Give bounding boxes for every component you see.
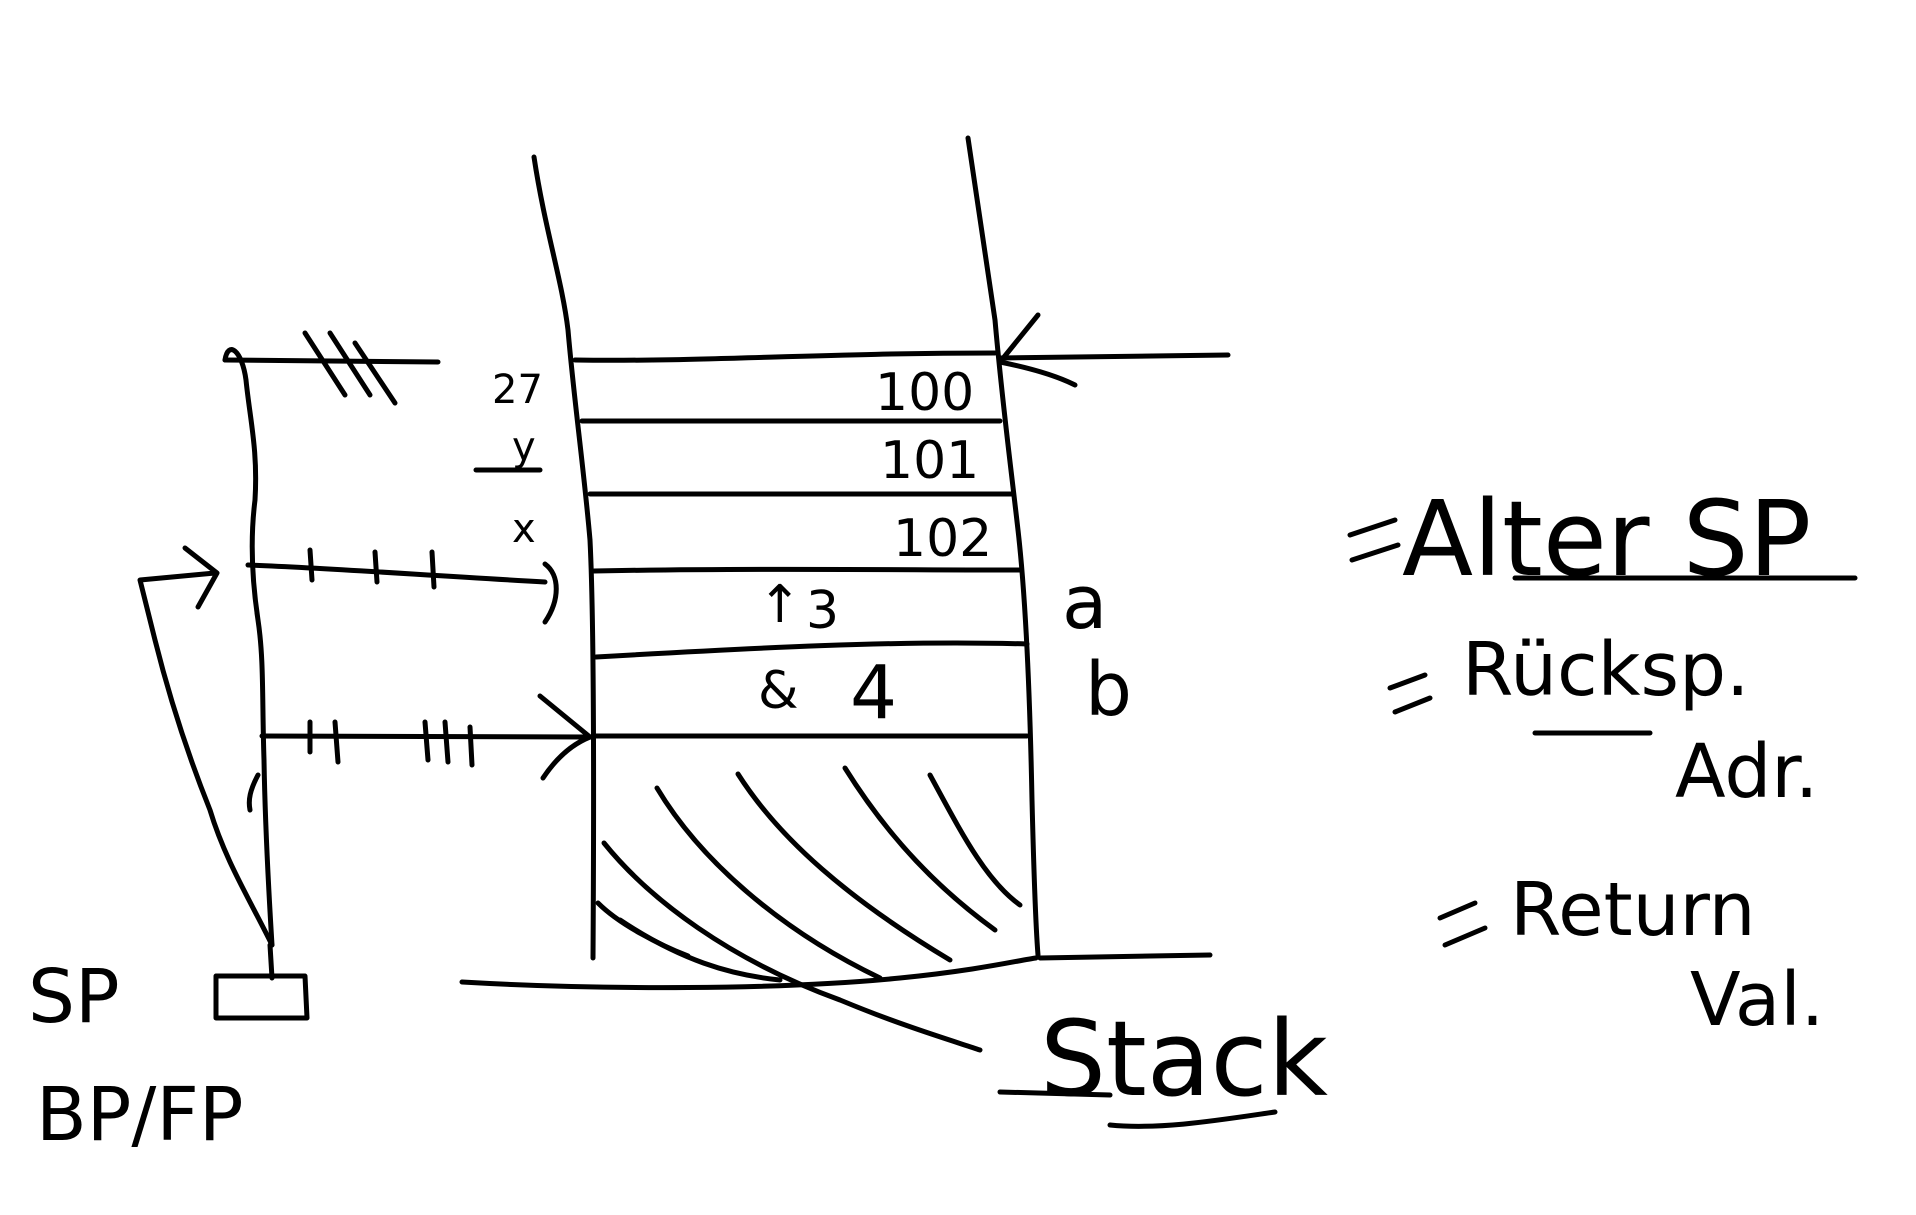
legend-ruecksp: Rücksp.	[1462, 627, 1750, 713]
cell-line-3	[591, 566, 1023, 574]
free-area-hatching	[595, 765, 1023, 1053]
legend-return: Return	[1510, 867, 1756, 953]
pointer-mid-branch	[245, 562, 548, 585]
title-underline	[997, 1089, 1278, 1129]
stack-left-wall	[531, 154, 597, 961]
stack-floor	[459, 955, 1039, 991]
legend-eq-2	[1387, 672, 1433, 715]
cell-line-top	[572, 350, 998, 363]
sp-box-stem	[267, 942, 275, 981]
pointer-top-branch	[222, 357, 441, 365]
marker-up-arrow: ↑	[758, 575, 802, 635]
label-bp-fp: BP/FP	[36, 1072, 244, 1158]
sp-register-box	[213, 973, 310, 1021]
marker-amp: &	[758, 661, 799, 721]
pointer-trunk	[222, 347, 275, 948]
cell-line-4	[593, 640, 1030, 660]
branch-tick-marks	[302, 330, 475, 768]
pointer-bottom-arrowhead	[537, 693, 593, 781]
pointer-bp-curve	[246, 772, 261, 813]
stack-right-wall	[965, 135, 1041, 958]
label-x: x	[512, 506, 536, 552]
stack-floor-right	[1037, 952, 1213, 961]
legend-eq-3	[1437, 900, 1488, 948]
address-102: 102	[893, 509, 992, 569]
address-101: 101	[880, 431, 979, 491]
label-y: y	[512, 424, 536, 470]
old-sp-arrow-line	[997, 352, 1231, 361]
legend-alter-sp: Alter SP	[1402, 478, 1811, 600]
label-a: a	[1062, 560, 1107, 646]
label-b: b	[1085, 647, 1132, 733]
label-27: 27	[492, 367, 543, 413]
pointer-sp-loop	[137, 545, 275, 948]
value-3: 3	[806, 581, 839, 641]
old-sp-arrowhead	[997, 312, 1078, 388]
diagram-title: Stack	[1040, 998, 1328, 1120]
legend-adr: Adr.	[1675, 729, 1818, 815]
value-4: 4	[850, 650, 897, 736]
label-sp: SP	[28, 954, 120, 1040]
pointer-mid-arrowhead	[542, 561, 559, 625]
legend-eq-1	[1347, 517, 1401, 563]
address-100: 100	[875, 363, 974, 423]
legend-val: Val.	[1690, 957, 1824, 1043]
